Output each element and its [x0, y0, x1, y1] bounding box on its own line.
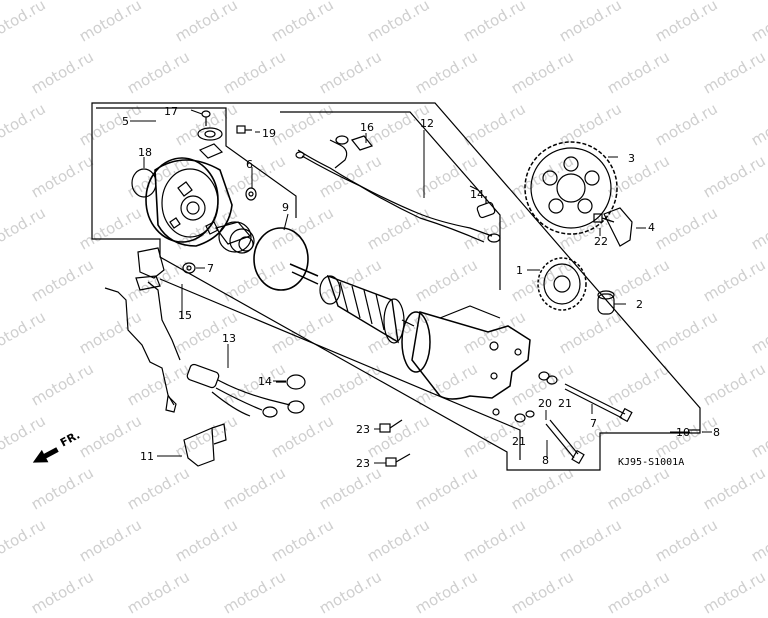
- terminal-14-lower: [276, 374, 306, 390]
- part-label-8-lower: 8: [542, 454, 549, 467]
- washer-21-lower: [514, 413, 526, 423]
- part-label-13: 13: [222, 332, 236, 345]
- screw-17: [197, 110, 224, 159]
- washer-20: [525, 410, 535, 418]
- bolt-19: [236, 125, 252, 134]
- part-label-18: 18: [138, 146, 152, 159]
- part-label-22: 22: [594, 235, 608, 248]
- brush-holder-parts: [214, 221, 255, 254]
- part-label-3: 3: [628, 152, 635, 165]
- collar-2: [597, 290, 615, 315]
- part-label-15: 15: [178, 309, 192, 322]
- o-ring-18: [131, 168, 157, 198]
- starter-motor-exploded-diagram: [32, 102, 712, 471]
- front-direction-arrow-icon: [32, 447, 59, 463]
- washer-21-upper: [538, 371, 550, 381]
- leader-lines: [130, 109, 712, 464]
- plate-4: [603, 207, 633, 247]
- starter-clutch-housing: [145, 157, 233, 247]
- part-label-4: 4: [648, 221, 655, 234]
- long-bolt-8-upper: [564, 383, 633, 423]
- long-bolt-8-lower: [545, 419, 585, 465]
- bracket-15: [137, 247, 165, 279]
- part-label-17: 17: [164, 105, 178, 118]
- part-label-7-lower: 7: [207, 262, 214, 275]
- bolt-23-lower: [385, 453, 411, 467]
- part-label-14-upper: 14: [470, 188, 484, 201]
- driven-sprocket-3: [524, 141, 618, 235]
- part-label-11: 11: [140, 450, 154, 463]
- part-label-16: 16: [360, 121, 374, 134]
- wire-harness-12: [295, 135, 501, 243]
- terminal-14-upper: [476, 196, 496, 219]
- washer-7-upper: [245, 187, 257, 201]
- drive-sprocket-1: [537, 257, 587, 311]
- main-assembly-outline: [91, 102, 701, 471]
- part-label-1: 1: [516, 264, 523, 277]
- part-label-9: 9: [282, 201, 289, 214]
- part-label-12: 12: [420, 117, 434, 130]
- part-label-8-upper: 7: [590, 417, 597, 430]
- part-label-23-upper: 23: [356, 423, 370, 436]
- bolt-23-upper: [379, 419, 403, 433]
- washer-21-upper-2: [546, 375, 558, 385]
- washer-7-lower: [182, 262, 196, 274]
- part-label-7-upper: 6: [246, 158, 253, 171]
- part-label-2: 2: [636, 298, 643, 311]
- part-label-6: 5: [122, 115, 129, 128]
- o-ring-9: [253, 227, 309, 291]
- harness-frame: [280, 111, 501, 290]
- bolt-22: [593, 213, 615, 223]
- part-label-21-lower: 21: [512, 435, 526, 448]
- part-label-21-upper: 21: [558, 397, 572, 410]
- armature: [289, 263, 415, 344]
- starter-cable-assembly: [104, 281, 305, 418]
- part-label-19: 19: [262, 127, 276, 140]
- part-label-23-lower: 23: [356, 457, 370, 470]
- part-label-20: 20: [538, 397, 552, 410]
- part-label-5: 8: [713, 426, 720, 439]
- diagram-code: KJ95-S1001A: [618, 457, 685, 468]
- group-frame-left: [96, 107, 297, 218]
- part-label-14-lower: 14: [258, 375, 272, 388]
- motor-frame: [159, 278, 521, 460]
- part-label-10: 10: [676, 426, 690, 439]
- motor-case: [401, 305, 531, 400]
- bracket-11: [183, 427, 215, 467]
